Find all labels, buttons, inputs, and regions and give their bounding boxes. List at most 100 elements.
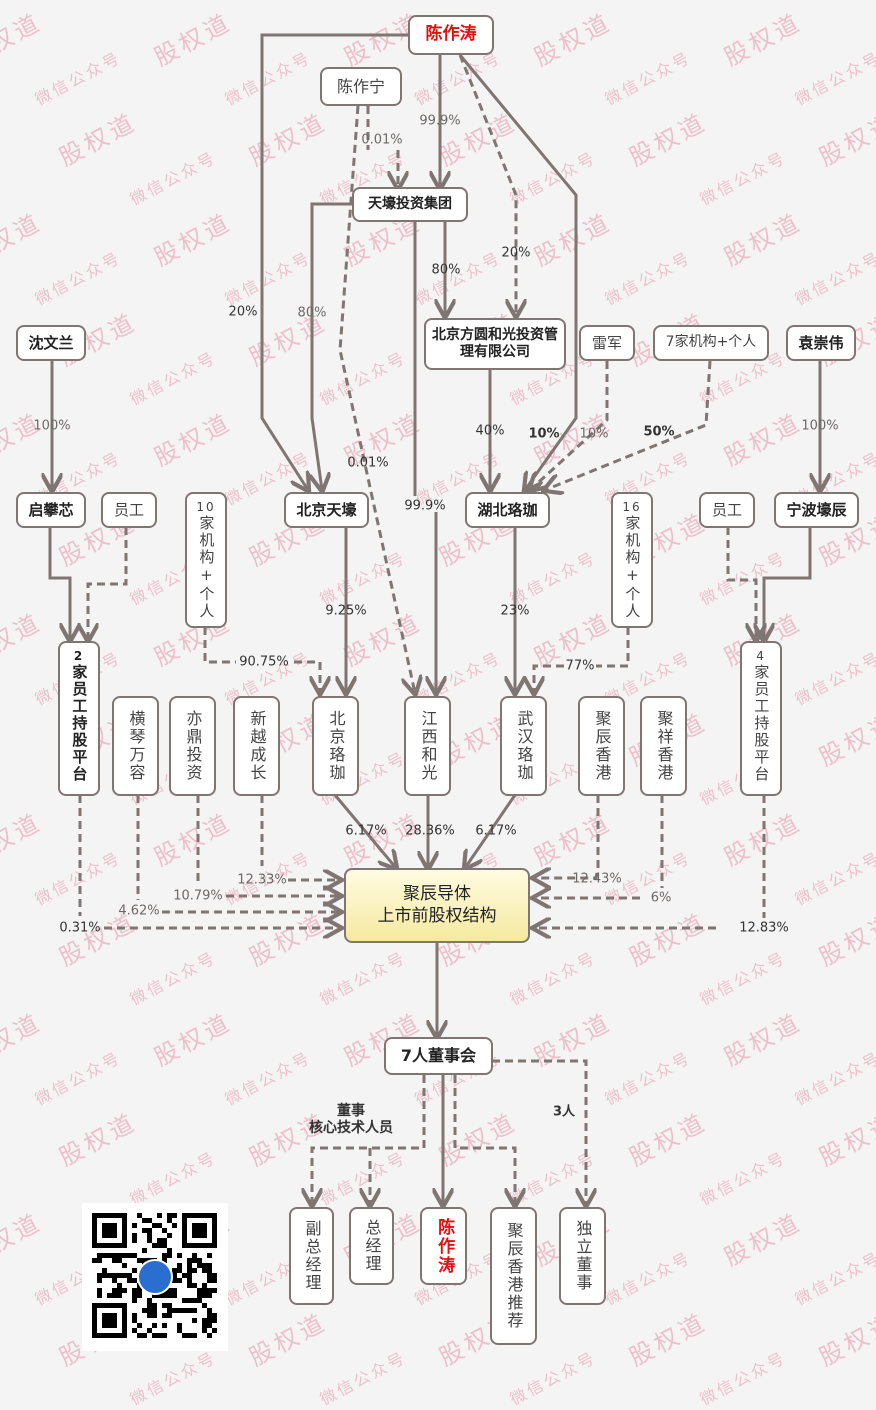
label-board-directors-2: 核心技术人员 <box>309 1120 393 1136</box>
label-shen-qipanxin: 100% <box>33 418 71 434</box>
edges-layer <box>0 33 876 1374</box>
label-juchen-center: 12.43% <box>572 871 622 887</box>
node-employees-right[interactable]: 员工 <box>699 492 755 528</box>
node-yuan-chongwei[interactable]: 袁崇伟 <box>786 325 856 361</box>
label-czt-hubei: 10% <box>528 426 560 442</box>
node-fangyuan-heguang[interactable]: 北京方圆和光投资管理有限公司 <box>424 318 566 370</box>
edge-board-juchen-nominee <box>453 1075 515 1205</box>
qr-code <box>82 1203 228 1351</box>
label-xinyue-center: 12.33% <box>237 872 287 888</box>
node-hubei-luojia[interactable]: 湖北珞珈 <box>465 492 550 528</box>
label-bjtianhao-bjluojia: 9.25% <box>325 603 367 619</box>
node-sixteen-institutions-count: 16 <box>622 500 642 514</box>
label-czt-fangyuan: 20% <box>501 245 531 261</box>
qr-code-image <box>92 1213 217 1338</box>
edge-empl-esop4 <box>726 527 756 640</box>
node-ten-institutions-label: 家机构+个人 <box>197 515 216 620</box>
edge-juchen-center <box>534 795 600 878</box>
label-tianhao-fangyuan: 80% <box>431 262 461 278</box>
edge-ningbo-esop4 <box>764 527 812 640</box>
edge-esop4-center <box>534 795 766 928</box>
node-gm[interactable]: 总经理 <box>349 1207 394 1285</box>
edge-czn-tianhao <box>366 106 398 188</box>
center-title: 聚辰导体 <box>403 884 471 905</box>
label-czn-jiangxi: 0.01% <box>347 455 389 471</box>
node-shen-wenlan[interactable]: 沈文兰 <box>16 325 86 361</box>
label-juxiang-center: 6% <box>650 890 672 906</box>
node-center-company[interactable]: 聚辰导体 上市前股权结构 <box>344 868 530 943</box>
label-tianhao-bjtianhao: 80% <box>297 305 327 321</box>
edge-empl-esop2 <box>88 527 128 640</box>
node-xinyue-chengzhang[interactable]: 新越成长 <box>233 696 280 796</box>
node-esop-2-label: 家员工持股平台 <box>70 664 89 783</box>
node-sixteen-institutions-label: 家机构+个人 <box>623 515 642 620</box>
edge-hengqin-center <box>136 795 340 912</box>
label-hubei-wuhan: 23% <box>500 603 530 619</box>
node-chen-zuoning[interactable]: 陈作宁 <box>320 67 402 106</box>
label-hengqin-center: 4.62% <box>118 903 160 919</box>
label-seven-hubei: 50% <box>643 424 675 440</box>
node-tianhao-group[interactable]: 天壕投资集团 <box>352 187 468 222</box>
node-board[interactable]: 7人董事会 <box>384 1037 493 1075</box>
edge-tianhao-jiangxi <box>413 221 436 693</box>
label-czt-tianhao: 99.9% <box>419 113 461 129</box>
node-juchen-hk[interactable]: 聚辰香港 <box>578 696 625 796</box>
label-bjluojia-center: 6.17% <box>345 823 387 839</box>
edge-esop2-center <box>78 795 340 928</box>
node-independent-directors[interactable]: 独立董事 <box>559 1207 606 1305</box>
node-lei-jun[interactable]: 雷军 <box>579 325 635 361</box>
edge-czn-jiangxi <box>338 105 415 693</box>
node-esop-4-label: 家员工持股平台 <box>752 664 771 783</box>
edge-czt-hubei <box>458 54 578 490</box>
node-wuhan-luojia[interactable]: 武汉珞珈 <box>500 696 547 796</box>
label-board-directors-1: 董事 <box>337 1103 365 1119</box>
label-ten-bjluojia: 90.75% <box>239 654 289 670</box>
node-hengqin-wanrong[interactable]: 横琴万容 <box>112 696 159 796</box>
edge-lei-hubei <box>530 361 609 490</box>
label-fangyuan-hubei: 40% <box>475 423 505 439</box>
edge-qipanxin-esop2 <box>48 527 70 640</box>
edge-czt-fangyuan <box>458 54 516 316</box>
edge-juxiang-center <box>534 795 664 898</box>
label-yuan-ningbo: 100% <box>801 418 839 434</box>
node-yiding-touzi[interactable]: 亦鼎投资 <box>169 696 216 796</box>
node-qipanxin[interactable]: 启攀芯 <box>16 492 86 528</box>
edge-xinyue-center <box>260 795 340 880</box>
edge-tianhao-bjtianhao <box>312 202 352 490</box>
node-employees-left[interactable]: 员工 <box>101 492 157 528</box>
node-seven-institutions[interactable]: 7家机构+个人 <box>653 325 769 361</box>
edge-board-independent <box>492 1059 586 1205</box>
node-vice-gm[interactable]: 副总经理 <box>289 1207 334 1305</box>
label-sixteen-wuhan: 77% <box>565 658 595 674</box>
label-wuhan-center: 6.17% <box>475 823 517 839</box>
label-tianhao-jiangxi: 99.9% <box>404 498 446 514</box>
node-chen-zuotao-bottom[interactable]: 陈作涛 <box>420 1207 467 1285</box>
edge-board-vicegm <box>312 1075 426 1205</box>
label-esop4-center: 12.83% <box>739 920 789 936</box>
node-esop-4-count: 4 <box>756 649 766 663</box>
node-beijing-luojia[interactable]: 北京珞珈 <box>312 696 359 796</box>
node-jiangxi-heguang[interactable]: 江西和光 <box>404 696 451 796</box>
label-czn-tianhao: 0.01% <box>361 132 403 148</box>
label-yiding-center: 10.79% <box>173 888 223 904</box>
node-chen-zuotao-top[interactable]: 陈作涛 <box>408 15 494 55</box>
node-ningbo-haochen[interactable]: 宁波壕辰 <box>774 492 859 528</box>
label-jiangxi-center: 28.36% <box>405 823 455 839</box>
label-esop2-center: 0.31% <box>59 920 101 936</box>
node-ten-institutions-count: 10 <box>196 500 216 514</box>
label-lei-hubei: 10% <box>579 426 609 442</box>
edge-sixteen-wuhan <box>534 627 630 693</box>
node-esop-2-count: 2 <box>73 649 85 663</box>
edge-ten-bjluojia <box>203 627 320 693</box>
edge-czt-bjtianhao <box>260 33 410 490</box>
edge-wuhan-center <box>465 794 517 868</box>
node-juxiang-hk[interactable]: 聚祥香港 <box>640 696 687 796</box>
node-beijing-tianhao[interactable]: 北京天壕 <box>284 492 369 528</box>
qr-logo-icon <box>137 1259 173 1295</box>
label-board-independent: 3人 <box>552 1104 576 1120</box>
node-juchen-hk-nominee[interactable]: 聚辰香港推荐 <box>490 1207 537 1345</box>
